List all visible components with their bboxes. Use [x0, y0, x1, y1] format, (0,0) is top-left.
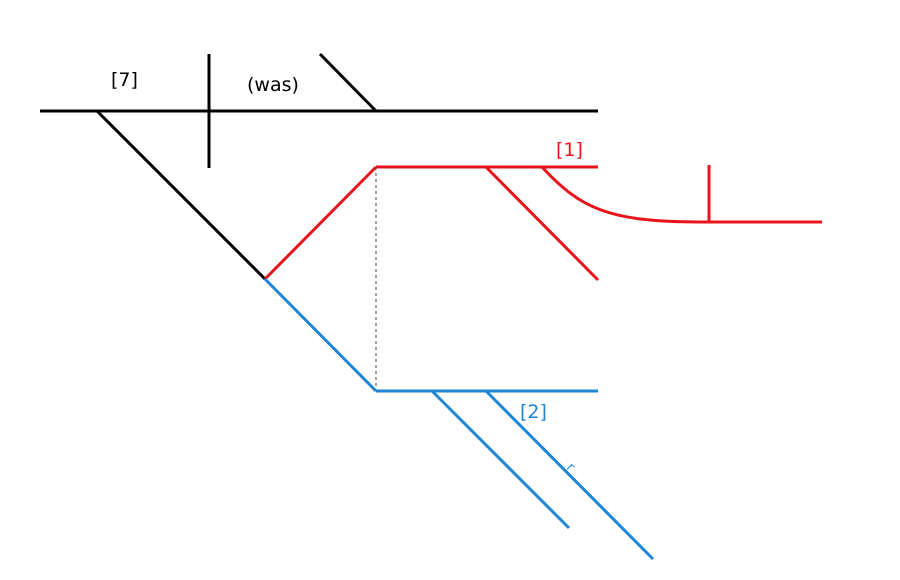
- clause2-modifier-slant-a: [430, 389, 571, 530]
- subject-modifier-slant: [95, 109, 267, 281]
- main-clause: [40, 52, 598, 281]
- clause-2: [263, 277, 655, 561]
- clause1-index-label: [1]: [556, 139, 583, 161]
- verb-label: (was): [247, 74, 299, 96]
- clause1-modifier-slant: [484, 165, 600, 282]
- clause2-modifier-slant-b: [484, 389, 655, 561]
- clause2-small-label: r: [563, 460, 578, 475]
- clause1-connector: [263, 165, 378, 281]
- clause1-curve: [540, 165, 701, 224]
- clause2-connector: [263, 277, 378, 393]
- subject-index-label: [7]: [111, 69, 138, 91]
- clause2-index-label: [2]: [520, 401, 547, 423]
- clause-1: [263, 165, 822, 282]
- complement-slant: [318, 52, 378, 113]
